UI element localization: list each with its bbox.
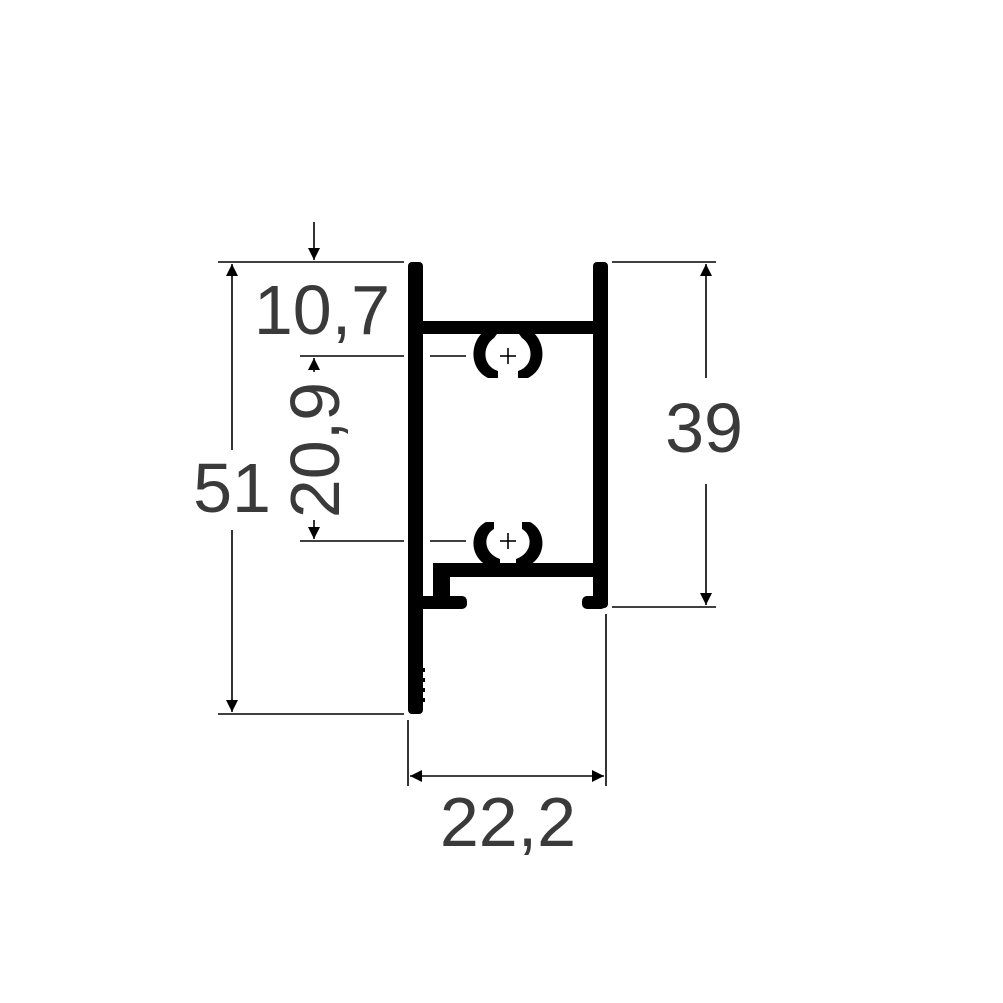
- left-lip: [415, 596, 467, 609]
- right-flange: [593, 262, 608, 608]
- dimension-lines: [226, 222, 712, 782]
- extension-lines: [218, 261, 716, 786]
- right-lip: [582, 596, 606, 609]
- lower-screw-boss: [473, 522, 543, 566]
- upper-screw-boss: [473, 330, 543, 378]
- label-overall-height: 51: [193, 449, 271, 527]
- label-hole-spacing: 20,9: [276, 382, 354, 518]
- label-top-offset: 10,7: [254, 271, 390, 349]
- top-web: [415, 321, 601, 334]
- hole-centre-marks: [500, 348, 516, 549]
- label-web-height: 39: [665, 389, 743, 467]
- bottom-web: [450, 563, 600, 577]
- label-width: 22,2: [440, 783, 576, 861]
- aluminium-profile: [408, 262, 608, 714]
- serration: [420, 668, 425, 702]
